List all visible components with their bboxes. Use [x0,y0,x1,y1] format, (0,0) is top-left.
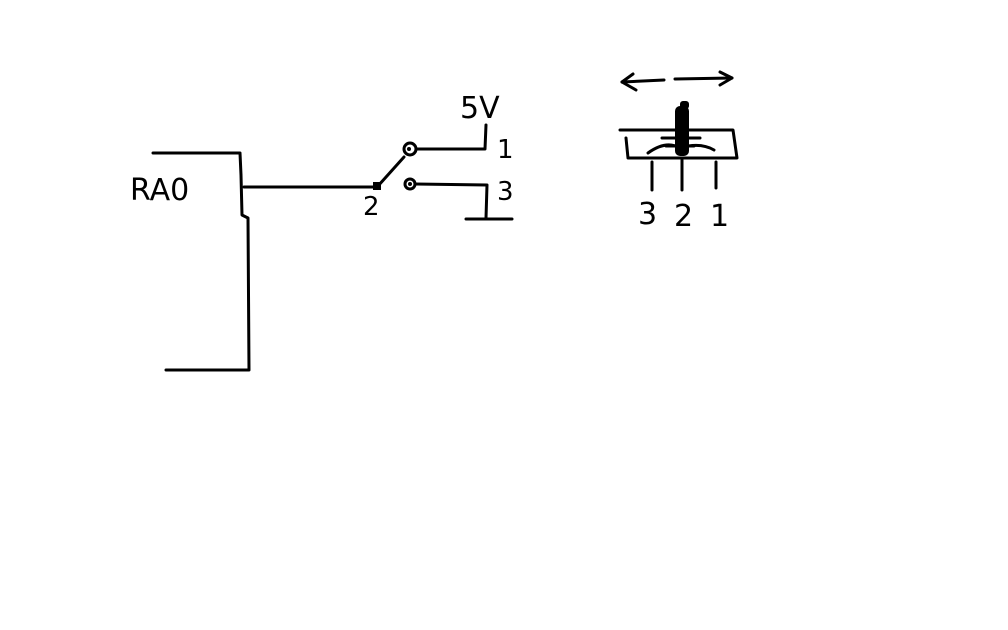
slide-direction-arrow [620,70,734,92]
slide-pin-right-label: 1 [710,199,729,234]
switch-pin-bottom-label: 3 [497,177,514,207]
supply-label: 5V [460,91,500,126]
switch-lever [376,155,406,188]
slide-pin-left-label: 3 [638,197,657,232]
chip-pin-label: RA0 [130,173,189,208]
supply-wire [414,123,488,151]
switch-common-label: 2 [363,192,380,222]
switch-pin-top-label: 1 [497,135,514,165]
slide-switch-pins [650,158,718,192]
spdt-switch-symbol [373,141,418,191]
slide-switch-knob [675,101,689,156]
microcontroller-outline [151,151,251,372]
slide-pin-middle-label: 2 [674,199,693,234]
ground-wire [413,182,489,220]
